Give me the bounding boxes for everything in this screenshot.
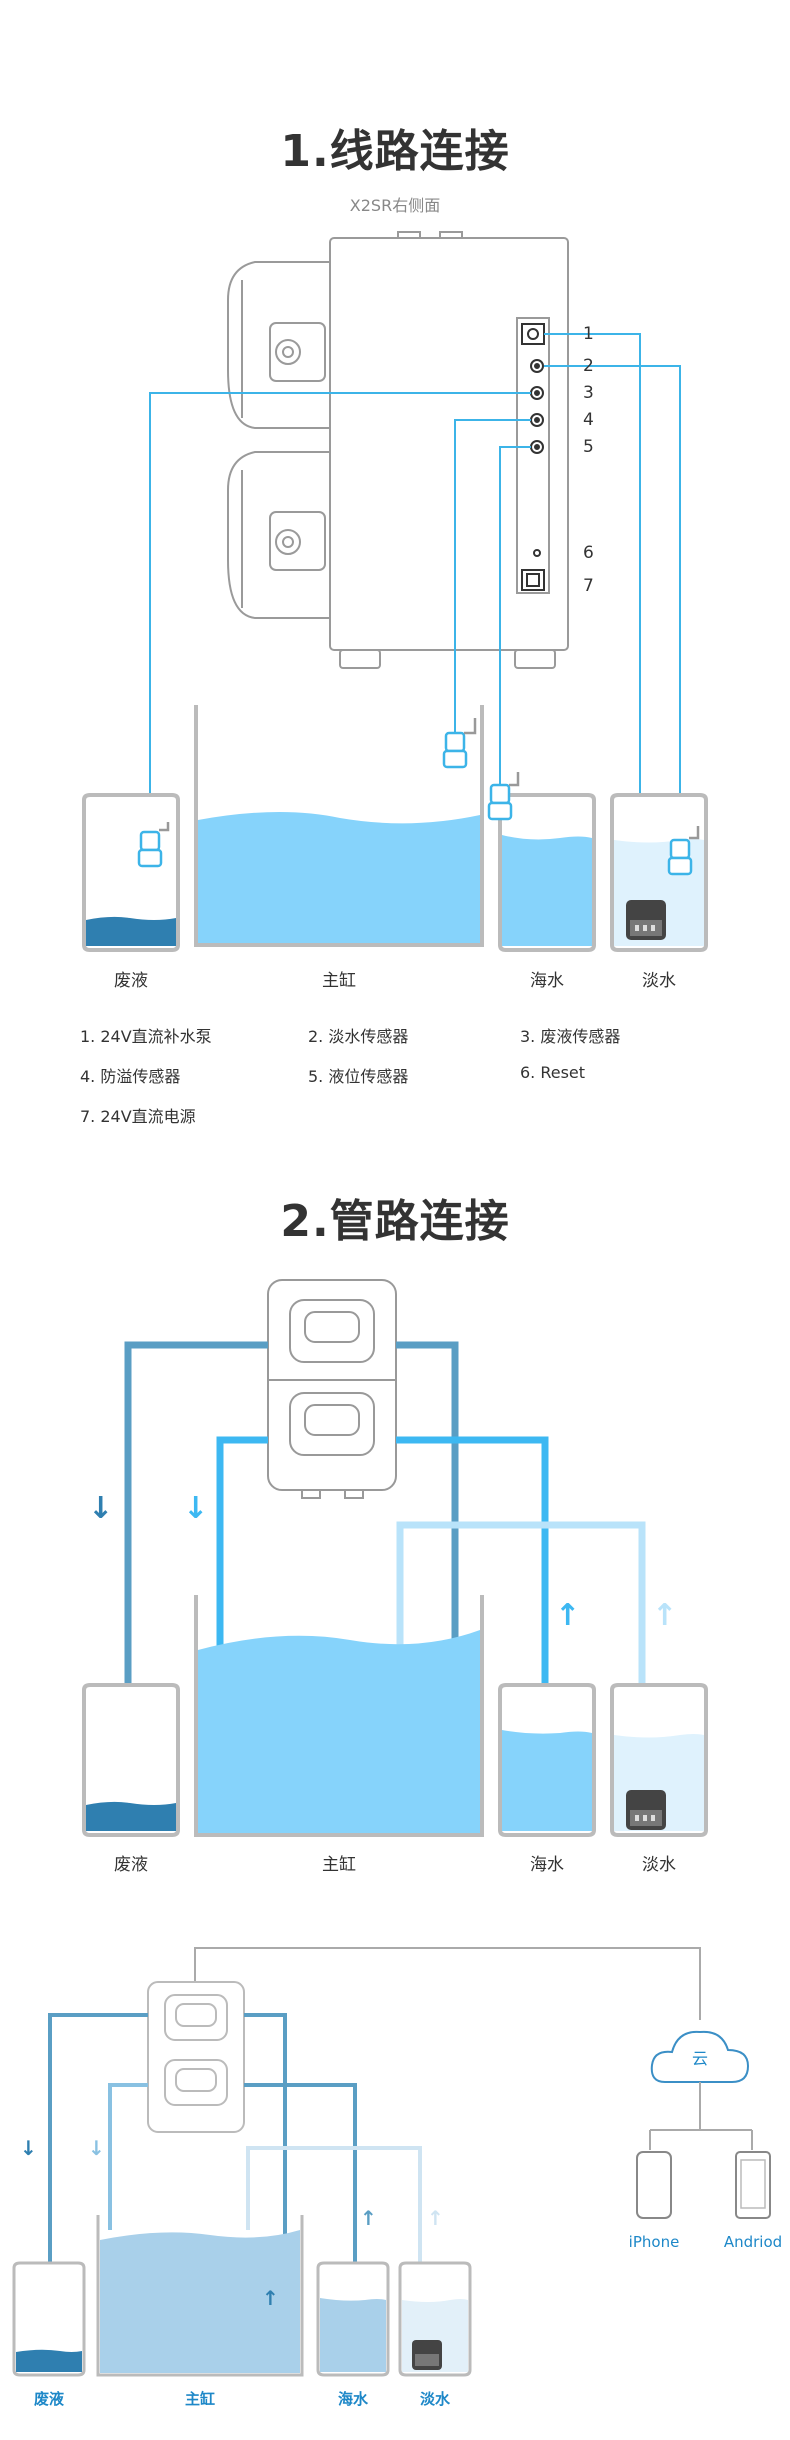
port-number: 5 <box>583 437 594 457</box>
cloud-icon <box>650 2030 750 2083</box>
legend-item: 2. 淡水传感器 <box>308 1027 409 1046</box>
port-number: 3 <box>583 383 594 403</box>
port-number: 4 <box>583 410 594 430</box>
sensor-icons <box>137 718 700 876</box>
arrow-up-icon: ↑ <box>360 2206 377 2230</box>
arrow-up-icon: ↑ <box>262 2286 279 2310</box>
wiring-diagram <box>82 231 708 952</box>
fresh-water-label: 淡水 <box>419 2390 450 2408</box>
waste-label: 废液 <box>33 2390 64 2408</box>
port-number: 1 <box>583 324 594 344</box>
main-tank-label: 主缸 <box>184 2390 215 2408</box>
waste-label: 废液 <box>114 1855 148 1875</box>
sea-water-label: 海水 <box>337 2390 368 2408</box>
arrow-down-icon: ↓ <box>20 2136 37 2160</box>
containers <box>82 705 708 952</box>
arrow-down-icon: ↓ <box>88 1491 113 1526</box>
top-up-pump-icon <box>626 1790 666 1830</box>
arrow-down-icon: ↓ <box>183 1491 208 1526</box>
sea-water-label: 海水 <box>530 971 564 991</box>
legend-item: 5. 液位传感器 <box>308 1067 409 1086</box>
top-up-pump-icon <box>626 900 666 940</box>
port-number: 2 <box>583 356 594 376</box>
controller-device <box>227 231 569 669</box>
arrow-up-icon: ↑ <box>652 1598 677 1633</box>
system-overview: ↓ ↓ ↑ ↑ ↑ <box>12 1947 771 2377</box>
main-tank-label: 主缸 <box>322 971 356 991</box>
wires <box>149 333 681 900</box>
section2-title: 2.管路连接 <box>280 1196 510 1247</box>
android-label: Andriod <box>723 2233 783 2251</box>
fresh-water-label: 淡水 <box>642 971 676 991</box>
legend-item: 7. 24V直流电源 <box>80 1107 196 1126</box>
android-phone-icon <box>735 2151 771 2219</box>
arrow-down-icon: ↓ <box>88 2136 105 2160</box>
legend-item: 4. 防溢传感器 <box>80 1067 181 1086</box>
legend-item: 1. 24V直流补水泵 <box>80 1027 212 1046</box>
cloud-label: 云 <box>691 2049 708 2068</box>
iphone-label: iPhone <box>628 2233 680 2251</box>
arrow-up-icon: ↑ <box>555 1598 580 1633</box>
iphone-icon <box>636 2151 672 2219</box>
fresh-water-label: 淡水 <box>642 1855 676 1875</box>
legend-item: 3. 废液传感器 <box>520 1027 621 1046</box>
device-side-caption: X2SR右侧面 <box>349 196 441 215</box>
dosing-pumps <box>267 1279 397 1499</box>
main-tank-label: 主缸 <box>322 1855 356 1875</box>
port-number: 6 <box>583 543 594 563</box>
legend-item: 6. Reset <box>520 1063 586 1082</box>
arrow-up-icon: ↑ <box>427 2206 444 2230</box>
sea-water-label: 海水 <box>530 1855 564 1875</box>
port-number: 7 <box>583 576 594 596</box>
containers-2 <box>82 1595 708 1837</box>
section1-title: 1.线路连接 <box>280 126 510 177</box>
waste-label: 废液 <box>114 971 148 991</box>
